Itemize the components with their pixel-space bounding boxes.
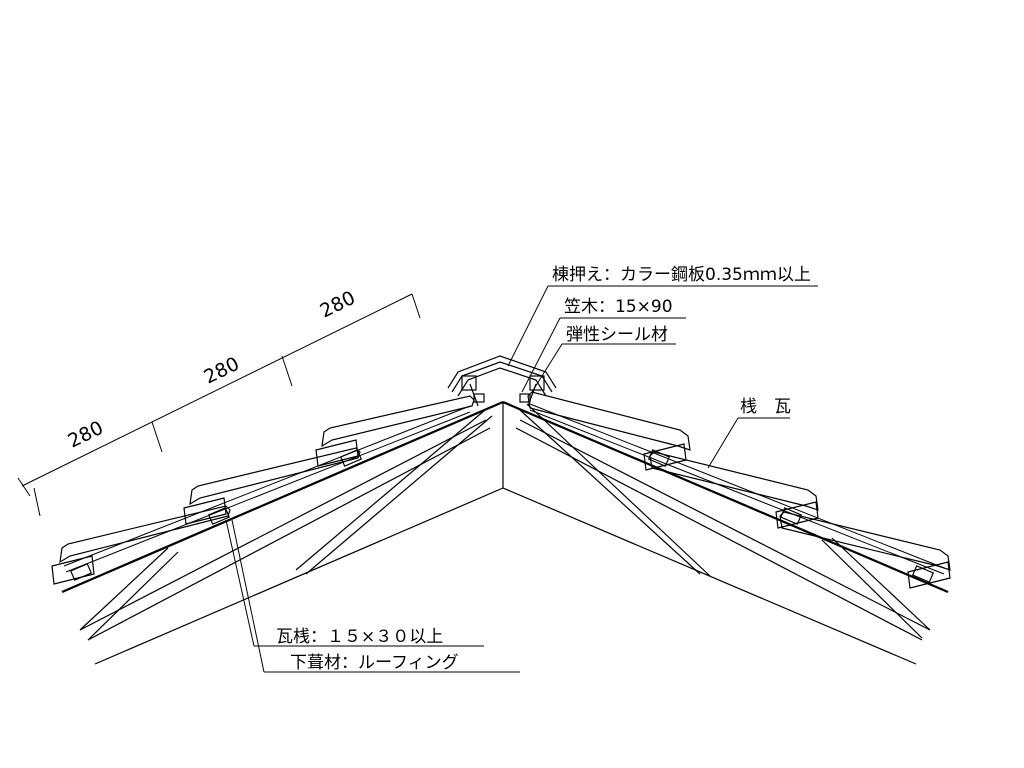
dimension-line xyxy=(17,293,421,517)
label-sealant: 弾性シール材 xyxy=(566,325,668,345)
tiles-left xyxy=(51,395,475,585)
dimension-label-3: 280 xyxy=(317,287,359,323)
label-underlay: 下葺材：ルーフィング xyxy=(290,653,459,673)
label-ridge-cover: 棟押え：カラー鋼板0.35ｍｍ以上 xyxy=(552,265,811,285)
roof-structure xyxy=(61,400,949,665)
label-kasagi: 笠木：15×90 xyxy=(564,297,673,317)
tiles-right xyxy=(527,391,951,589)
leader-lines xyxy=(225,285,818,673)
label-batten: 瓦桟：１５×３０以上 xyxy=(276,627,443,647)
dimension-label-2: 280 xyxy=(201,353,243,389)
label-tile: 桟 瓦 xyxy=(740,397,791,417)
ridge-cap xyxy=(447,355,557,407)
